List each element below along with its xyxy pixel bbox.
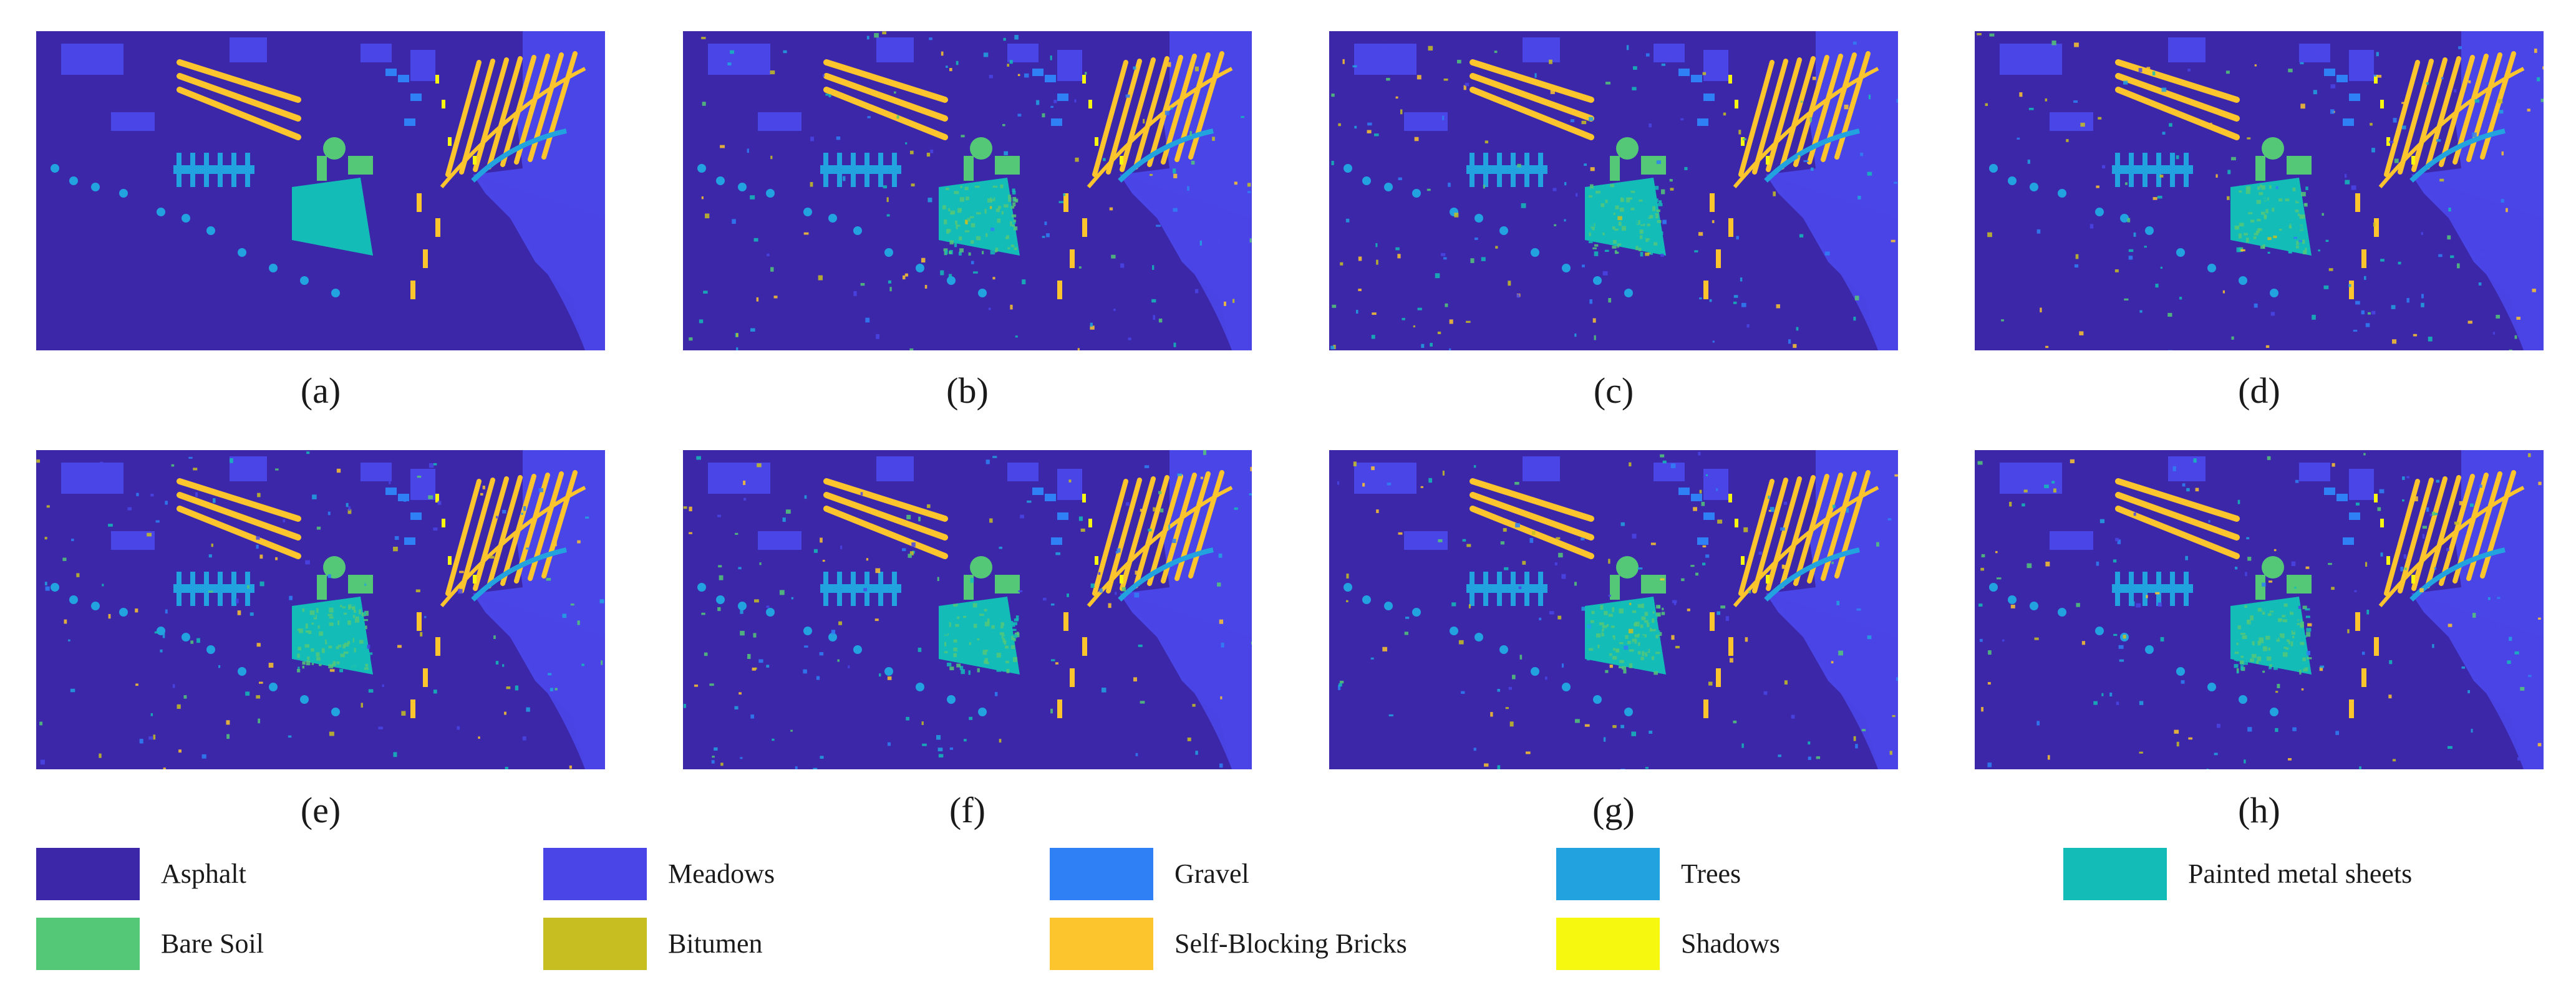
classification-map-c <box>1329 31 1898 350</box>
classification-map-b <box>683 31 1252 350</box>
legend-label-shadows: Shadows <box>1681 928 1780 959</box>
panel-caption-e: (e) <box>300 790 341 830</box>
legend-swatch-asphalt <box>36 848 140 900</box>
legend-label-painted-metal-sheets: Painted metal sheets <box>2188 858 2413 889</box>
panel-caption-f: (f) <box>949 790 985 830</box>
legend-swatch-trees <box>1556 848 1660 900</box>
legend-label-bare-soil: Bare Soil <box>161 928 264 959</box>
classification-map-graphic <box>1329 31 1898 350</box>
legend-label-self-blocking-bricks: Self-Blocking Bricks <box>1174 928 1407 959</box>
panel-caption-b: (b) <box>946 370 989 411</box>
classification-map-e <box>36 450 605 769</box>
legend-label-meadows: Meadows <box>668 858 775 889</box>
panel-caption-h: (h) <box>2238 790 2280 830</box>
legend-swatch-bare-soil <box>36 918 140 970</box>
legend-label-bitumen: Bitumen <box>668 928 763 959</box>
panel-caption-c: (c) <box>1593 370 1634 411</box>
legend-swatch-gravel <box>1050 848 1153 900</box>
classification-map-h <box>1975 450 2544 769</box>
legend-label-asphalt: Asphalt <box>161 858 246 889</box>
classification-map-graphic <box>1975 450 2544 769</box>
classification-map-f <box>683 450 1252 769</box>
classification-map-g <box>1329 450 1898 769</box>
panel-caption-a: (a) <box>300 370 341 411</box>
panel-caption-g: (g) <box>1592 790 1635 830</box>
classification-map-graphic <box>36 31 605 350</box>
panel-caption-d: (d) <box>2238 370 2280 411</box>
classification-map-graphic <box>36 450 605 769</box>
legend-swatch-shadows <box>1556 918 1660 970</box>
classification-map-graphic <box>683 450 1252 769</box>
classification-map-a <box>36 31 605 350</box>
classification-map-graphic <box>1329 450 1898 769</box>
legend-label-gravel: Gravel <box>1174 858 1249 889</box>
legend-swatch-meadows <box>543 848 647 900</box>
classification-map-d <box>1975 31 2544 350</box>
legend-swatch-self-blocking-bricks <box>1050 918 1153 970</box>
classification-map-graphic <box>683 31 1252 350</box>
classification-map-graphic <box>1975 31 2544 350</box>
legend-swatch-bitumen <box>543 918 647 970</box>
legend-label-trees: Trees <box>1681 858 1741 889</box>
legend-swatch-painted-metal-sheets <box>2063 848 2167 900</box>
